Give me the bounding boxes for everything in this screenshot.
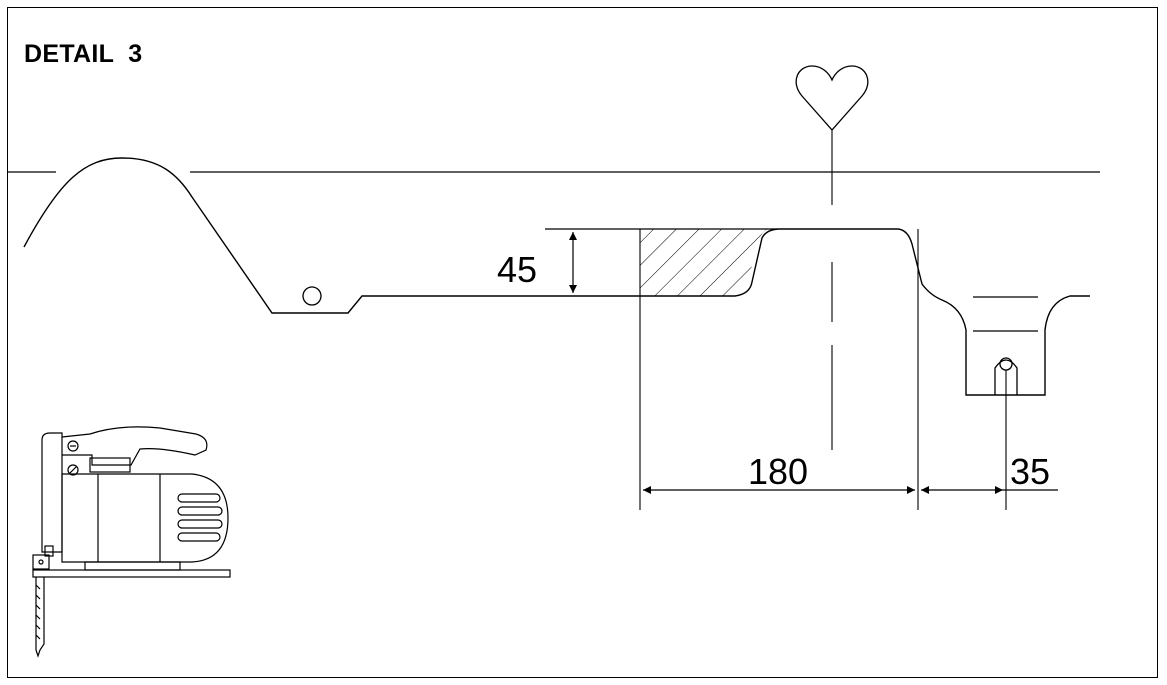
- dim-180-label: 180: [748, 451, 808, 492]
- drawing-frame: [7, 7, 1158, 678]
- detail-title: DETAIL 3: [24, 40, 143, 68]
- jigsaw-icon: [32, 426, 231, 658]
- extension-lines: [545, 229, 1007, 510]
- cut-section-hatch: [640, 229, 768, 296]
- heart-icon: [795, 65, 869, 131]
- slot-detail: [973, 296, 1038, 395]
- dim-35-label: 35: [1010, 451, 1050, 492]
- dim-45-label: 45: [497, 249, 537, 290]
- workpiece-profile: [23, 157, 1090, 396]
- pin-hole: [302, 286, 322, 306]
